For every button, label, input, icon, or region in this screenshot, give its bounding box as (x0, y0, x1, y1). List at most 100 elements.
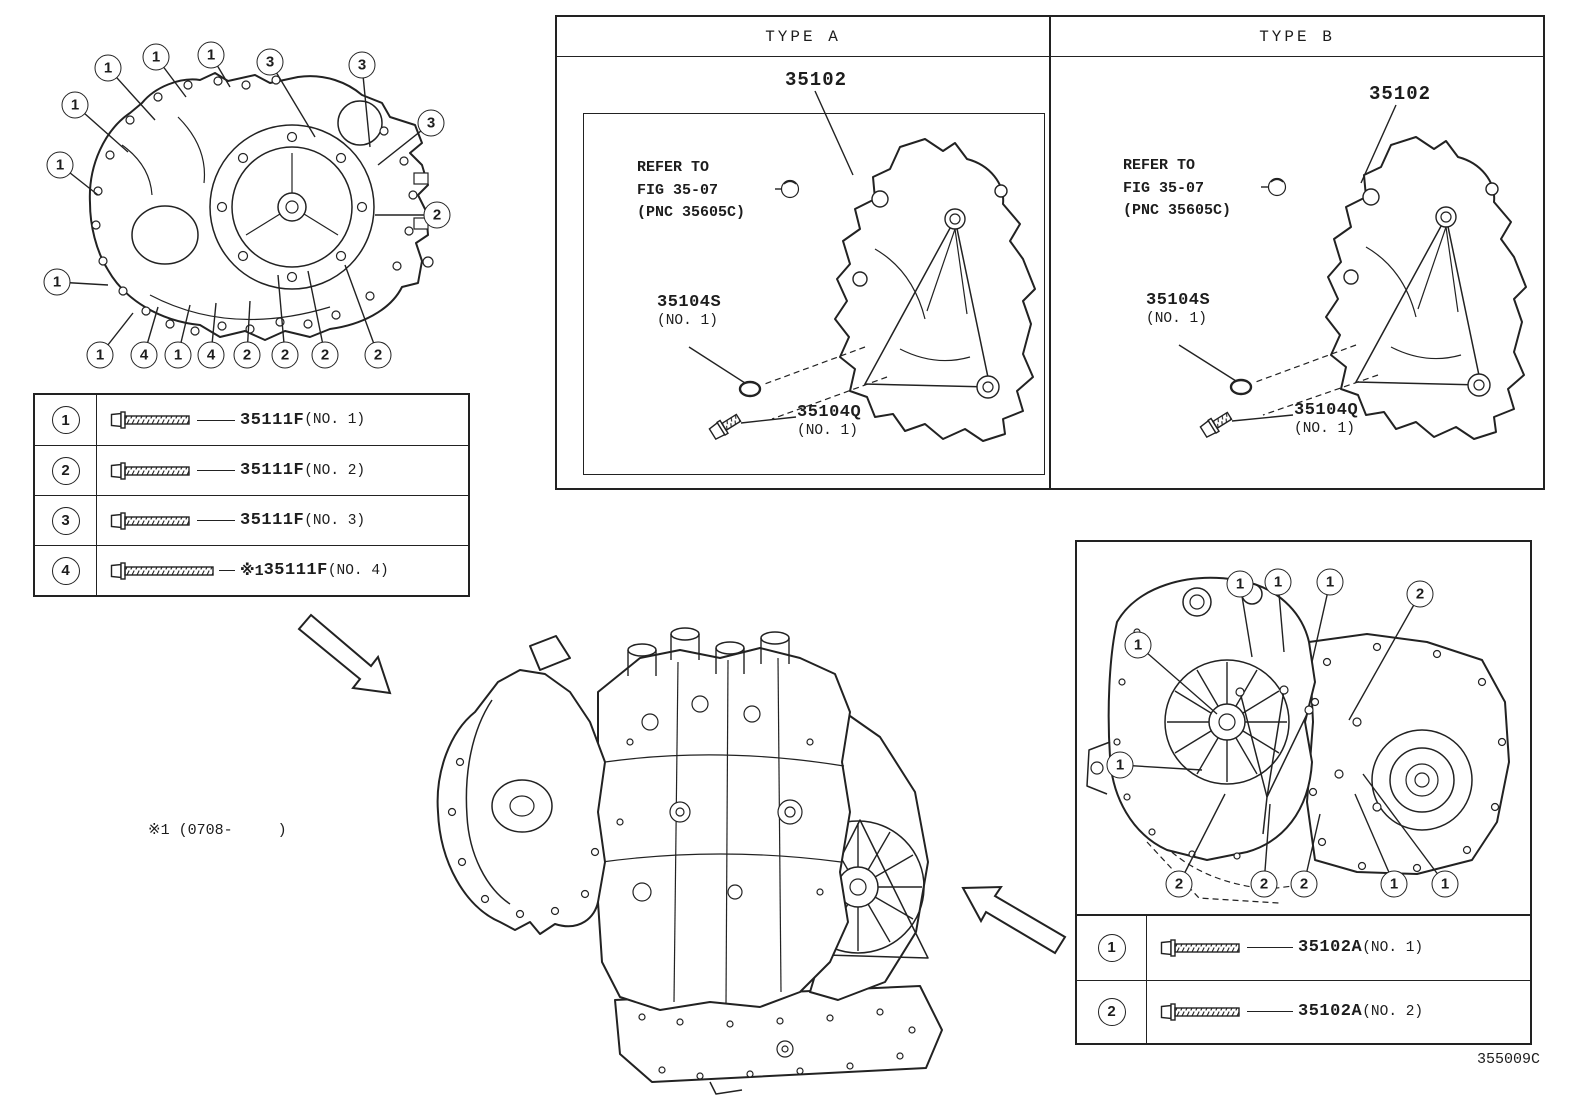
callout-1: 1 (142, 43, 170, 71)
legend-number-cell: 3 (35, 495, 97, 545)
callout-1: 1 (1264, 568, 1292, 596)
callout-1: 1 (86, 341, 114, 369)
part-number: 35104S (1146, 291, 1211, 310)
legend-row: 35102A(NO. 1) (1147, 916, 1530, 980)
part-suffix: (NO. 1) (1294, 421, 1355, 437)
part-number-35102: 35102 (785, 69, 848, 91)
part-number: 35104Q (797, 403, 862, 422)
arrow-to-assembly-right-icon (961, 885, 1067, 955)
bolt-icon (110, 561, 214, 580)
bolt-icon (110, 461, 190, 480)
part-suffix: (NO. 1) (1146, 311, 1207, 327)
legend-number: 4 (51, 556, 80, 585)
type-a-header: TYPE A (557, 17, 1049, 57)
callout-1: 1 (1431, 870, 1459, 898)
rear-bolt-legend: 1 35102A(NO. 1) 2 35102A(NO. 2) (1077, 914, 1530, 1043)
part-number: 35111F (240, 410, 305, 430)
part-block-35104q: 35104Q (NO. 1) (1294, 401, 1358, 437)
callout-3: 3 (256, 48, 284, 76)
type-b-section: TYPE B 35102 REFER TO FIG 35-07 ( (1049, 17, 1543, 488)
drain-plug-icon (1199, 411, 1233, 439)
legend-number-cell: 2 (1077, 979, 1147, 1043)
bolt-icon (110, 511, 190, 530)
bolt-icon (1160, 939, 1240, 957)
type-b-header: TYPE B (1051, 17, 1543, 57)
leader-line (1247, 947, 1293, 949)
leader-line (197, 520, 235, 521)
part-suffix: (NO. 2) (1362, 1003, 1424, 1020)
callout-2: 2 (1165, 870, 1193, 898)
part-number: 35111F (263, 561, 328, 580)
callout-1: 1 (43, 268, 71, 296)
transaxle-assembly-drawing (436, 627, 943, 1095)
part-number: 35104S (657, 293, 722, 312)
part-prefix: ※1 (240, 563, 264, 580)
legend-row: 35111F(NO. 1) (97, 395, 468, 445)
callout-1: 1 (1106, 751, 1134, 779)
legend-row: 35111F(NO. 3) (97, 495, 468, 545)
callout-4: 4 (130, 341, 158, 369)
part-block-35104s: 35104S (NO. 1) (1146, 291, 1210, 327)
part-block-35104s: 35104S (NO. 1) (657, 293, 721, 329)
part-number: 35111F (240, 511, 305, 530)
legend-number: 2 (1097, 997, 1126, 1026)
callout-2: 2 (233, 341, 261, 369)
callout-1: 1 (1226, 570, 1254, 598)
refer-note: REFER TO FIG 35-07 (PNC 35605C) (1123, 157, 1232, 219)
leader-line (1247, 1011, 1293, 1013)
legend-number-cell: 4 (35, 545, 97, 595)
leader-line (197, 419, 235, 421)
part-suffix: (NO. 2) (304, 462, 366, 479)
callout-4: 4 (197, 341, 225, 369)
callout-2: 2 (1406, 580, 1434, 608)
part-suffix: (NO. 1) (797, 423, 858, 439)
callout-2: 2 (271, 341, 299, 369)
callout-2: 2 (364, 341, 392, 369)
callout-1: 1 (197, 41, 225, 69)
bolt-icon (110, 411, 190, 429)
legend-number-cell: 1 (35, 395, 97, 445)
part-number: 35102A (1298, 938, 1363, 958)
part-number: 35111F (240, 461, 305, 480)
callout-2: 2 (423, 201, 451, 229)
part-number: 35102A (1298, 1002, 1363, 1022)
transaxle-housing-drawing (88, 72, 434, 341)
figure-code: 355009C (1477, 1051, 1541, 1068)
type-a-section: TYPE A 35102 REFER TO FIG (557, 17, 1049, 488)
part-number-35102: 35102 (1369, 83, 1432, 105)
legend-number: 1 (1097, 933, 1126, 962)
legend-row: 35102A(NO. 2) (1147, 979, 1530, 1044)
legend-number-cell: 1 (1077, 916, 1147, 980)
callout-1: 1 (164, 341, 192, 369)
arrow-to-assembly-left-icon (297, 613, 392, 695)
bolt-icon (1160, 1003, 1240, 1021)
leader-line (197, 470, 235, 471)
refer-note: REFER TO FIG 35-07 (PNC 35605C) (637, 159, 746, 221)
type-a-inner-frame (583, 113, 1045, 475)
legend-number: 3 (51, 506, 80, 535)
type-comparison-panel: TYPE A 35102 REFER TO FIG (555, 15, 1545, 490)
legend-number-cell: 2 (35, 445, 97, 495)
leader-line (219, 570, 235, 571)
part-block-35104q: 35104Q (NO. 1) (797, 403, 861, 439)
part-suffix: (NO. 1) (304, 412, 366, 428)
callout-1: 1 (94, 54, 122, 82)
part-suffix: (NO. 3) (304, 512, 366, 529)
callout-1: 1 (61, 91, 89, 119)
legend-number: 1 (51, 406, 80, 434)
part-suffix: (NO. 4) (327, 562, 389, 579)
callout-2: 2 (1250, 870, 1278, 898)
housing-bolt-legend: 1 35111F(NO. 1) 2 35111F(NO. 2) 3 35111F… (33, 393, 470, 597)
footnote-text: ※1 (0708- ) (148, 822, 287, 839)
callout-3: 3 (348, 51, 376, 79)
callout-1: 1 (46, 151, 74, 179)
callout-3: 3 (417, 109, 445, 137)
callout-1: 1 (1124, 631, 1152, 659)
legend-row: 35111F(NO. 2) (97, 445, 468, 495)
callout-2: 2 (1290, 870, 1318, 898)
